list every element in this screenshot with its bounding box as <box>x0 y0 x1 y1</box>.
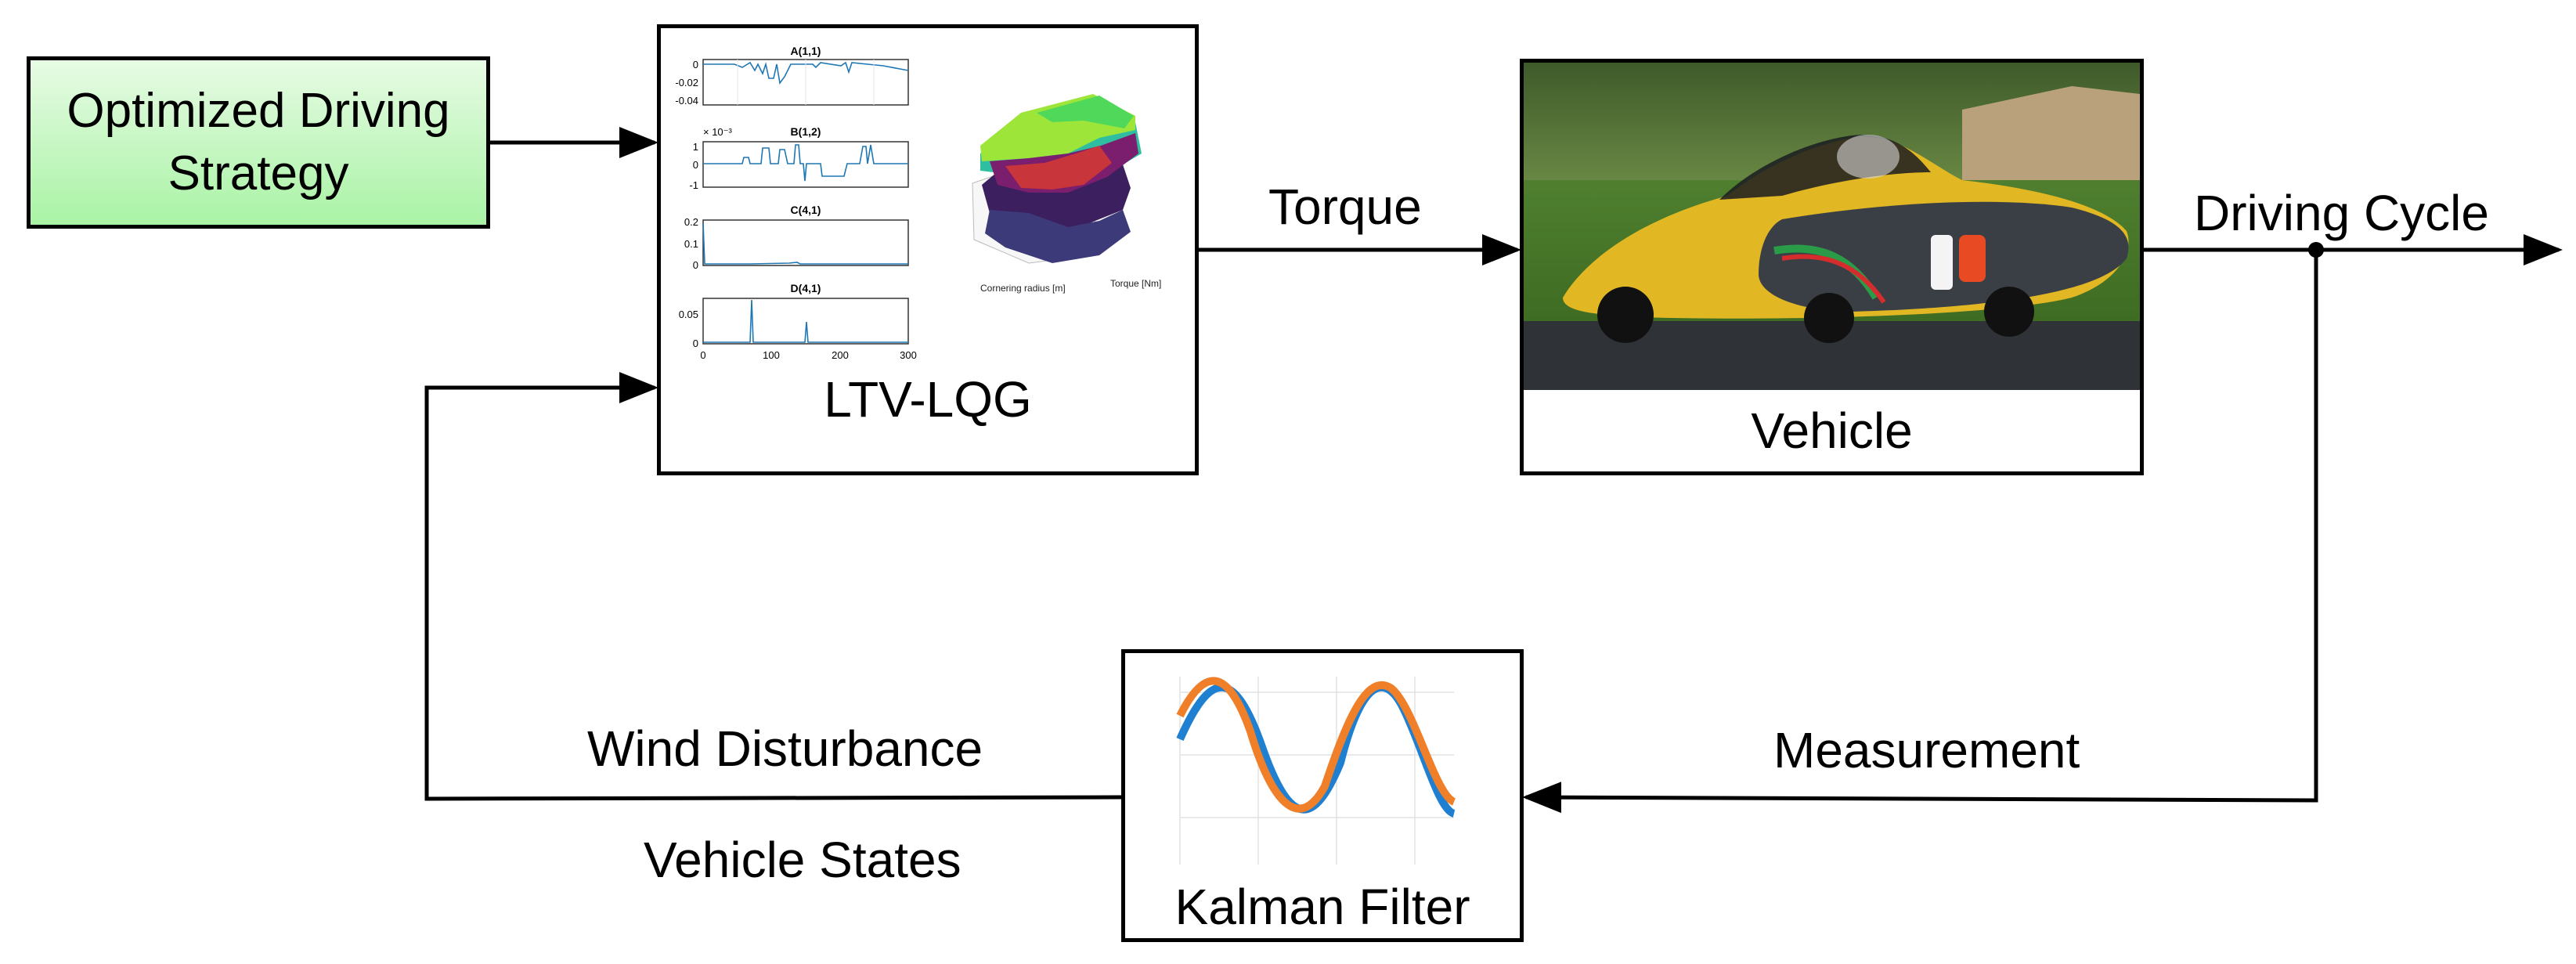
strategy-label: Optimized Driving Strategy <box>67 84 450 200</box>
ytick-b12-0: 1 <box>693 141 698 153</box>
subplot-d41 <box>702 298 909 345</box>
kalman-estimated-signal <box>1176 677 1456 813</box>
subplot-b12 <box>702 141 909 188</box>
kalman-plot <box>1176 677 1456 865</box>
ytick-a11-2: -0.04 <box>675 95 698 107</box>
controller-block: A(1,1) 0 -0.02 -0.04 B(1,2) × 10⁻³ 1 0 -… <box>657 24 1199 475</box>
plot-line-c41 <box>702 222 908 265</box>
kalman-filter-block: Kalman Filter <box>1121 649 1524 942</box>
strategy-block: Optimized Driving Strategy <box>27 56 490 229</box>
xtick-2: 200 <box>832 349 849 361</box>
ytick-a11-0: 0 <box>693 59 698 70</box>
controller-label: LTV-LQG <box>824 371 1032 428</box>
arrow-feedback <box>424 372 1122 801</box>
vehicle-states-label: Vehicle States <box>644 832 961 888</box>
ytick-c41-2: 0 <box>693 259 698 271</box>
xtick-0: 0 <box>700 349 705 361</box>
ytick-d41-1: 0 <box>693 338 698 349</box>
wind-disturbance-label: Wind Disturbance <box>587 720 983 777</box>
ytick-b12-1: 0 <box>693 159 698 171</box>
arrow-measurement <box>1522 250 2318 814</box>
torque-label: Torque <box>1268 179 1422 235</box>
ytick-b12-2: -1 <box>689 179 698 191</box>
subplot-title-b12: B(1,2) <box>791 125 821 138</box>
subplot-title-a11: A(1,1) <box>791 45 821 57</box>
ytick-c41-1: 0.1 <box>684 238 698 250</box>
controller-plots: A(1,1) 0 -0.02 -0.04 B(1,2) × 10⁻³ 1 0 -… <box>675 45 1161 361</box>
subplot-title-d41: D(4,1) <box>791 282 821 294</box>
plot-line-b12 <box>703 144 908 182</box>
driving-cycle-label: Driving Cycle <box>2194 185 2489 241</box>
surface-xlabel: Cornering radius [m] <box>980 283 1066 294</box>
kalman-label: Kalman Filter <box>1174 879 1470 935</box>
subplot-title-c41: C(4,1) <box>791 204 821 216</box>
plot-line-a11 <box>703 61 909 85</box>
surface-ylabel: Torque [Nm] <box>1110 278 1161 289</box>
subplot-c41 <box>702 219 909 266</box>
xtick-3: 300 <box>900 349 917 361</box>
measurement-label: Measurement <box>1773 722 2080 778</box>
xtick-1: 100 <box>763 349 780 361</box>
vehicle-photo <box>1524 63 2140 390</box>
vehicle-block: Vehicle <box>1520 59 2144 475</box>
plot-line-d41 <box>703 299 908 343</box>
exponent-b12: × 10⁻³ <box>703 126 733 138</box>
ytick-a11-1: -0.02 <box>675 77 698 88</box>
subplot-a11 <box>702 59 909 106</box>
surface-plot: Cornering radius [m] Torque [Nm] <box>972 94 1161 294</box>
vehicle-label: Vehicle <box>1751 403 1913 459</box>
ytick-c41-0: 0.2 <box>684 216 698 228</box>
ytick-d41-0: 0.05 <box>679 309 698 320</box>
